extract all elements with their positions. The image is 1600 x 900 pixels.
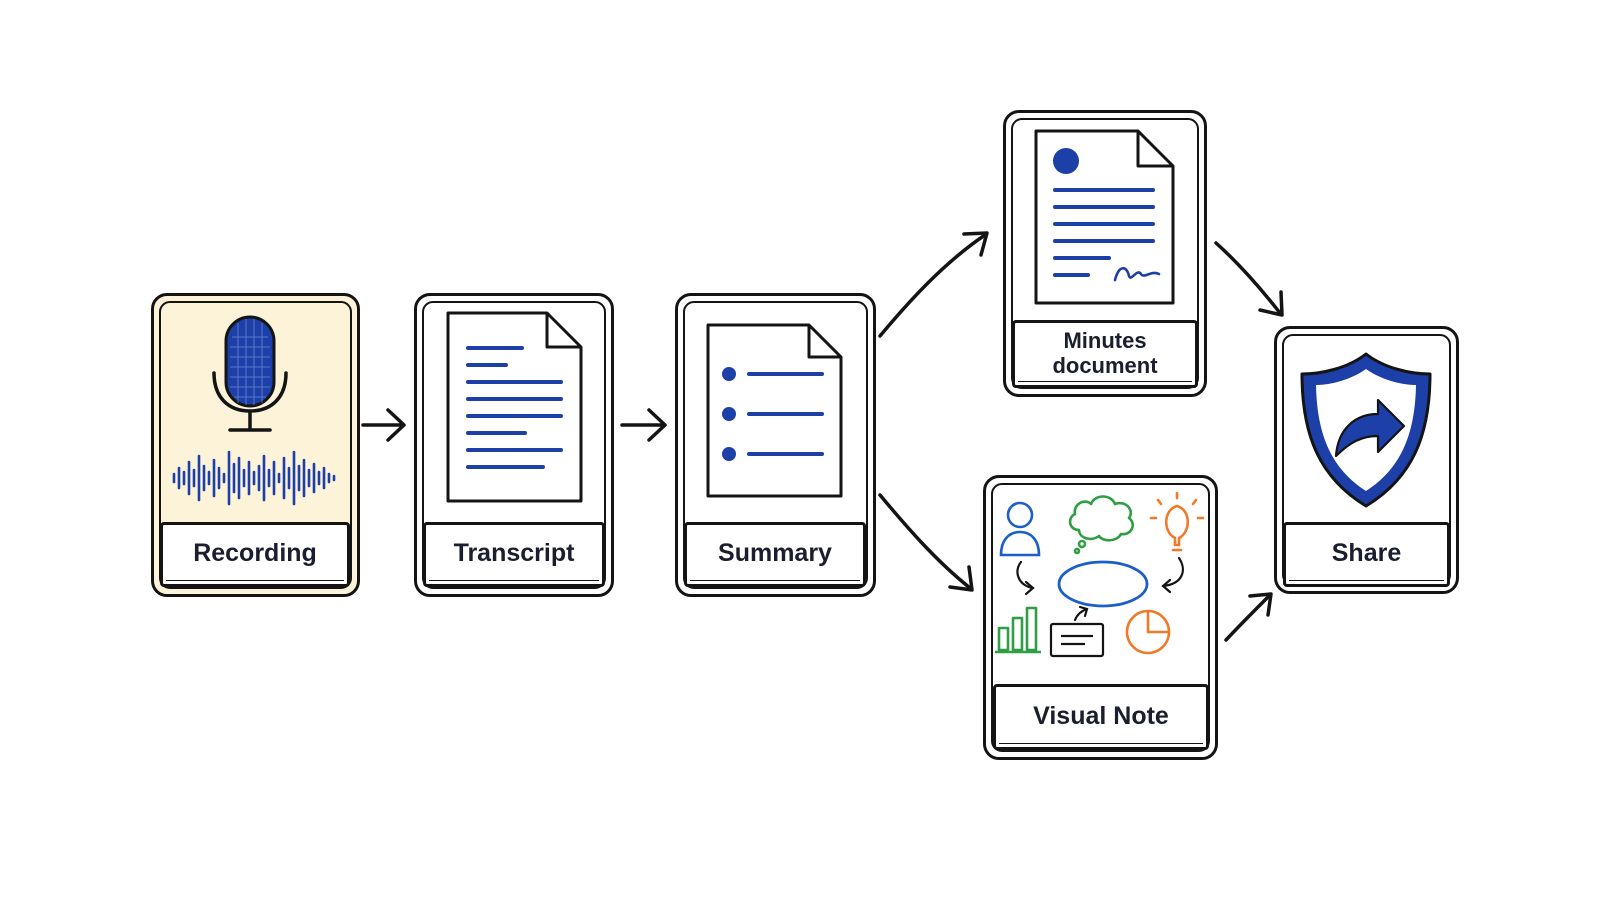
label-transcript: Transcript [423,522,605,587]
label-recording: Recording [160,522,350,587]
connector-arrow-right [1161,556,1184,588]
arrow-transcript-to-summary [620,408,667,442]
shield-share-icon [1300,352,1432,508]
label-visual-note: Visual Note [993,684,1209,750]
bar-chart-icon [995,606,1041,654]
label-transcript-text: Transcript [453,539,575,567]
node-transcript-frame [422,301,606,589]
label-summary: Summary [684,522,866,587]
label-summary-text: Summary [718,539,832,567]
arrow-summary-to-visual-note [878,493,974,592]
signed-document-icon [1034,129,1175,305]
arrow-summary-to-minutes [878,231,989,338]
label-minutes-document: Minutes document [1012,320,1198,388]
arrow-visual-note-to-share [1224,592,1273,642]
label-minutes-line1: Minutes [1063,328,1147,353]
label-minutes-line2: document [1052,353,1158,378]
pie-chart-icon [1125,609,1171,655]
central-idea-oval [1057,560,1149,608]
lightbulb-icon [1149,491,1205,552]
node-visual-note-frame [991,483,1210,752]
node-minutes-frame [1011,118,1199,389]
note-card-icon [1049,622,1105,658]
node-summary-frame [683,301,868,589]
label-share-text: Share [1331,539,1402,567]
label-recording-text: Recording [193,539,317,567]
node-recording-frame [159,301,352,589]
bullet-list-document-icon [706,323,843,498]
thought-cloud-icon [1068,495,1134,555]
arrow-recording-to-transcript [361,408,406,442]
label-visual-note-text: Visual Note [1033,701,1169,730]
document-lines-icon [446,311,583,503]
connector-arrow-left [1016,560,1035,590]
label-share: Share [1283,522,1450,587]
sound-wave-icon [172,450,336,506]
arrow-minutes-to-share [1214,241,1284,317]
microphone-icon [212,315,288,432]
visual-note-illustration [995,491,1205,658]
person-icon [999,501,1041,557]
